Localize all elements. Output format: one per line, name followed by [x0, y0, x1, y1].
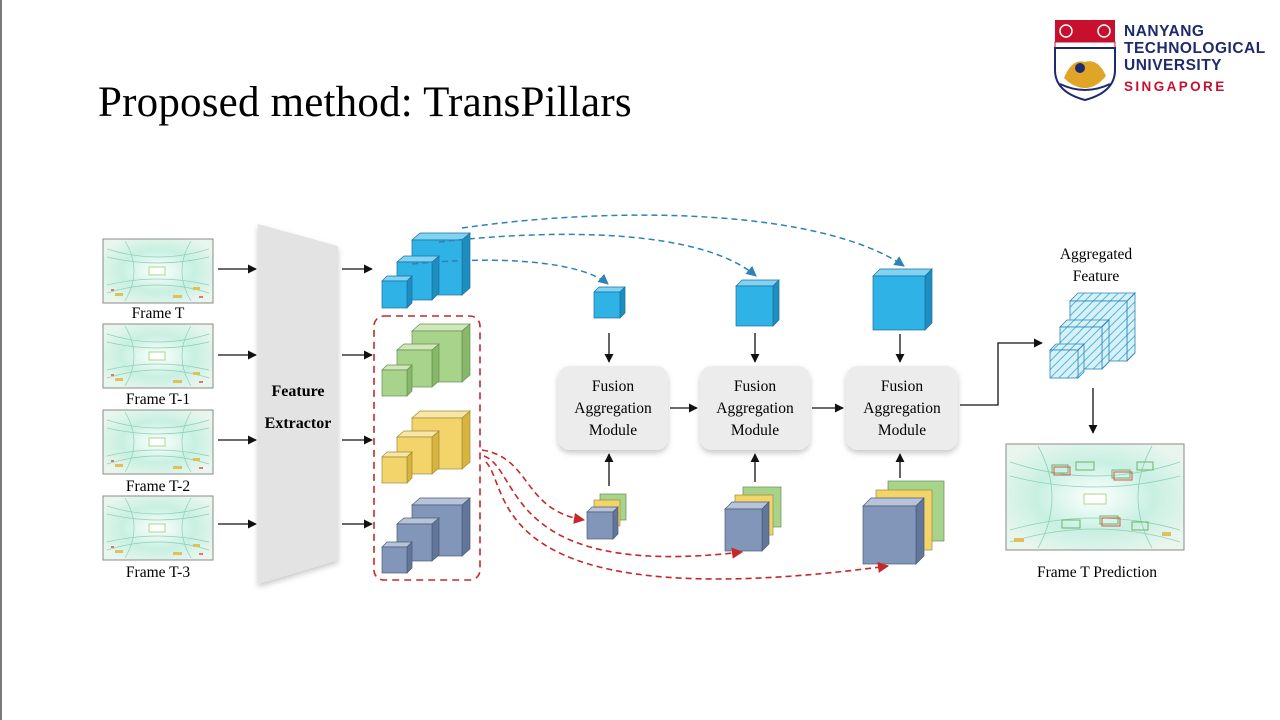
- blue-skip-arrow-medium: [438, 233, 757, 277]
- ntu-crest-icon: [1054, 20, 1116, 102]
- yellow-feature-pyramid: [381, 410, 471, 484]
- past-feature-stack-2: [724, 486, 782, 552]
- prediction-bev: [1005, 443, 1185, 551]
- blue-query-cube-3: [872, 268, 933, 331]
- blue-query-cube-1: [593, 286, 626, 319]
- fusion-2-line-1: Fusion: [734, 378, 776, 395]
- arrow-module-3-output: [960, 338, 1043, 406]
- logo-line-technological: TECHNOLOGICAL: [1124, 40, 1266, 57]
- university-logo: NANYANG TECHNOLOGICAL UNIVERSITY SINGAPO…: [1052, 18, 1280, 102]
- blue-cube-small: [381, 275, 413, 309]
- slide-title: Proposed method: TransPillars: [98, 79, 632, 126]
- frame-label-t: Frame T: [132, 305, 185, 322]
- aggregated-feature-pyramid: [1049, 292, 1136, 379]
- past-feature-stack-3: [862, 480, 945, 565]
- blue-query-cube-2: [735, 279, 780, 327]
- fusion-2-line-3: Module: [731, 422, 779, 439]
- slate-feature-pyramid: [381, 497, 471, 574]
- fusion-2-line-2: Aggregation: [716, 400, 794, 417]
- frame-label-t3: Frame T-3: [126, 564, 190, 581]
- red-dashed-arrow-1: [481, 449, 586, 524]
- fusion-3-line-3: Module: [878, 422, 926, 439]
- fusion-3-line-1: Fusion: [881, 378, 923, 395]
- blue-skip-arrow-large: [461, 214, 905, 267]
- extractor-label-2: Extractor: [265, 415, 332, 432]
- fusion-module-2: Fusion Aggregation Module: [700, 366, 810, 450]
- aggregated-label-1: Aggregated: [1060, 246, 1133, 263]
- feature-extractor: [258, 224, 338, 584]
- frame-label-t2: Frame T-2: [126, 478, 190, 495]
- blue-skip-arrow-small: [411, 259, 609, 285]
- extractor-label-1: Feature: [271, 383, 324, 400]
- fusion-module-3: Fusion Aggregation Module: [846, 366, 958, 450]
- fusion-module-1: Fusion Aggregation Module: [558, 366, 668, 450]
- fusion-1-line-3: Module: [589, 422, 637, 439]
- fusion-3-line-2: Aggregation: [863, 400, 941, 417]
- current-frame-feature-pyramid: [381, 232, 471, 309]
- green-feature-pyramid: [381, 323, 471, 397]
- logo-line-singapore: SINGAPORE: [1124, 79, 1227, 94]
- red-dashed-arrow-2: [483, 455, 744, 559]
- fusion-1-line-1: Fusion: [592, 378, 634, 395]
- logo-line-university: UNIVERSITY: [1124, 57, 1223, 74]
- frame-label-t1: Frame T-1: [126, 391, 190, 408]
- fusion-1-line-2: Aggregation: [574, 400, 652, 417]
- prediction-label: Frame T Prediction: [1037, 564, 1157, 581]
- past-feature-stack-1: [586, 493, 627, 540]
- past-features-dashed-box: [373, 315, 481, 581]
- red-dashed-arrow-3: [485, 461, 890, 580]
- aggregated-label-2: Feature: [1073, 268, 1120, 285]
- logo-line-nanyang: NANYANG: [1124, 23, 1205, 40]
